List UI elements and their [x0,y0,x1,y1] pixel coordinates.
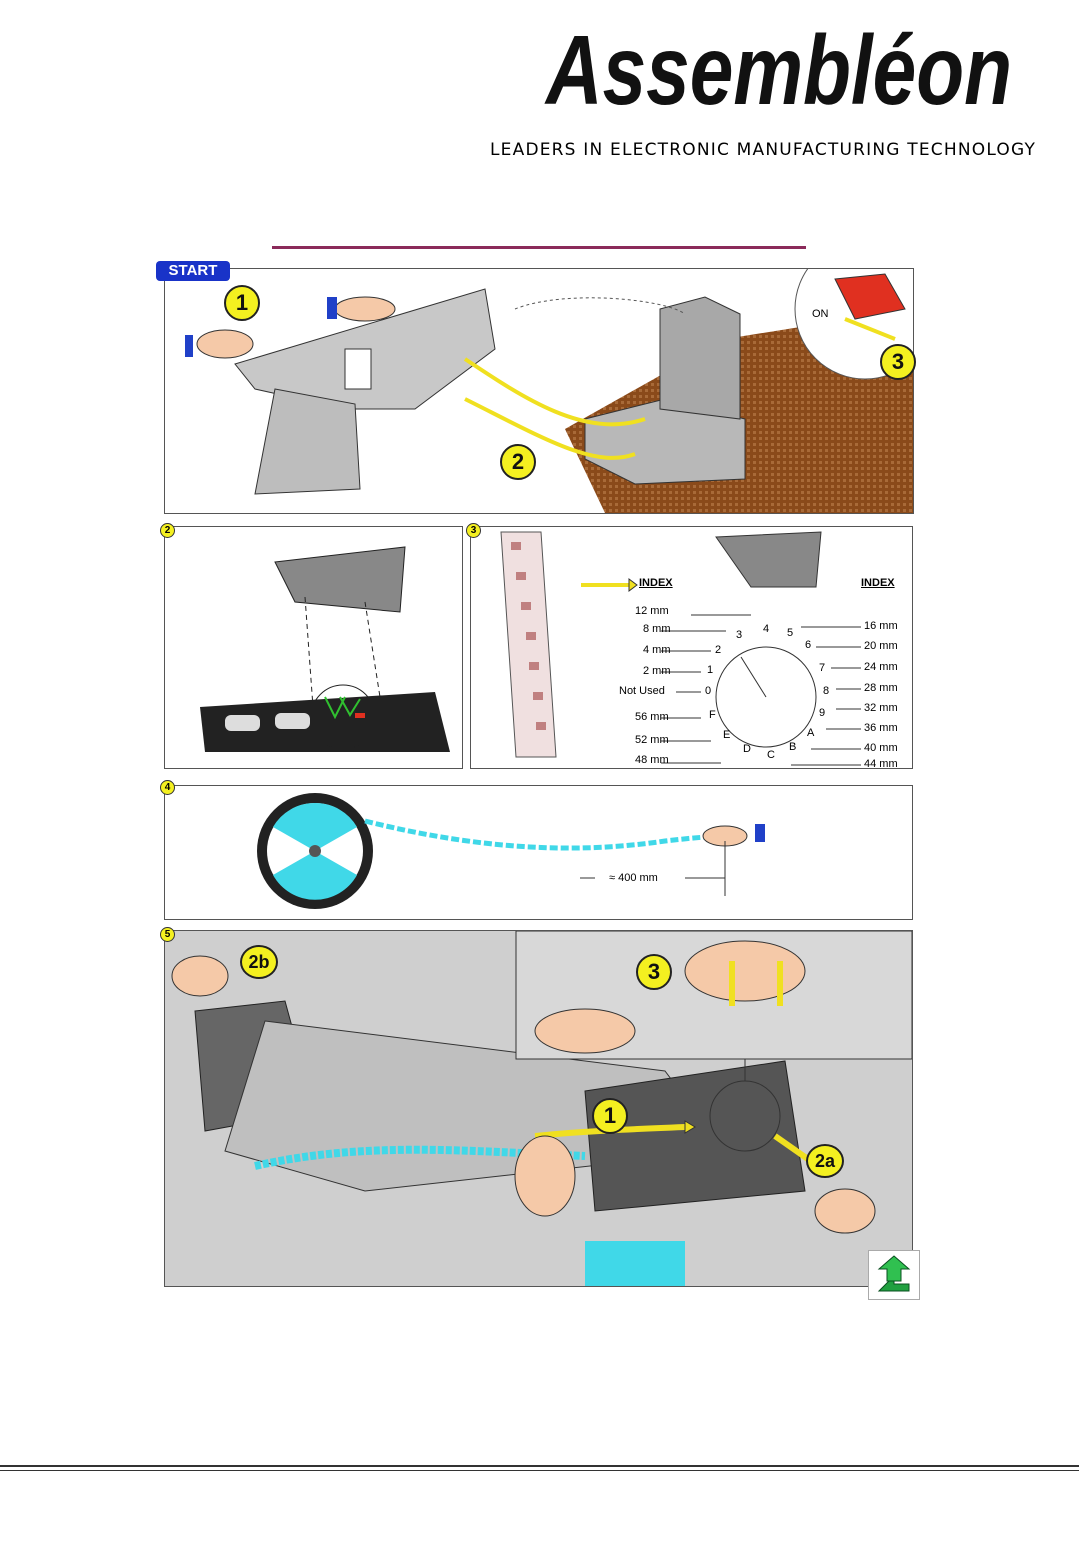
dial-char: C [767,749,775,761]
sleeve [755,824,765,842]
step-2-badge: 2 [500,444,536,480]
reel-hub [309,845,321,857]
panel-4-number: 4 [160,780,175,795]
tape-strip [501,532,556,757]
hand-right [335,297,395,321]
tape-fill [585,1241,685,1286]
start-illustration: ON [165,269,913,513]
dial-char: 2 [715,644,721,656]
dial-left-label: 2 mm [643,665,671,677]
slot-1 [225,715,260,731]
sleeve-left [185,335,193,357]
step-1-badge: 1 [224,285,260,321]
dial-right-label: 36 mm [864,722,898,734]
sleeve-right [327,297,337,319]
start-badge: START [156,261,230,281]
bottom-rule [0,1465,1079,1467]
dial-char: 0 [705,685,711,697]
dial-char: 6 [805,639,811,651]
panel-3: INDEX INDEX 12 mm 8 mm 4 mm 2 mm Not Use… [470,526,913,769]
step-2a-badge: 2a [806,1144,844,1178]
dial-right-label: 20 mm [864,640,898,652]
dial-left-label: 56 mm [635,711,669,723]
dial-left-label: 12 mm [635,605,669,617]
dial-char: D [743,743,751,755]
panel-4-illustration [165,786,912,919]
feeder-stand [255,389,360,494]
dial-right-label: 44 mm [864,758,898,769]
dial-char: 7 [819,662,825,674]
hand-top-left [172,956,228,996]
bottom-rule-thin [0,1470,1079,1471]
dial-char: 8 [823,685,829,697]
step-3-badge: 3 [880,344,916,380]
panel-5-number: 5 [160,927,175,942]
feeder-top [275,547,405,612]
dial-left-label: 48 mm [635,754,669,766]
tape-strand [365,821,733,848]
panel-3-number: 3 [466,523,481,538]
feeder-window [345,349,371,389]
panel-2-illustration [165,527,462,768]
dial-left-label: 52 mm [635,734,669,746]
step-2b-badge: 2b [240,945,278,979]
title-rule [272,246,806,249]
dial-char: 5 [787,627,793,639]
panel-3-illustration [471,527,912,768]
inset-step-3-badge: 3 [636,954,672,990]
next-arrow-icon [869,1251,919,1299]
dial-char: B [789,741,796,753]
dial-left-label: Not Used [619,685,665,697]
machine-step [660,297,740,419]
dial-right-label: 28 mm [864,682,898,694]
dial-char: A [807,727,814,739]
feeder-detail [716,532,821,587]
inset-hand-left [535,1009,635,1053]
hand-left [197,330,253,358]
inset-hand-top [685,941,805,1001]
dial-char: F [709,709,716,721]
index-arrow-head [629,579,637,591]
panel-5-illustration [165,931,912,1286]
dial-char: 4 [763,623,769,635]
tagline: LEADERS IN ELECTRONIC MANUFACTURING TECH… [490,140,1079,160]
hand-center [515,1136,575,1216]
hand-right [815,1189,875,1233]
dial-right-label: 16 mm [864,620,898,632]
index-label-right: INDEX [861,577,895,589]
panel-start: ON [164,268,914,514]
slot-2 [275,713,310,729]
switch-label: ON [812,308,829,320]
step-1-badge: 1 [592,1098,628,1134]
panel-2 [164,526,463,769]
next-page-icon[interactable] [868,1250,920,1300]
dial-char: 3 [736,629,742,641]
dial-right-label: 40 mm [864,742,898,754]
panel-4: ≈ 400 mm [164,785,913,920]
dial-right-label: 32 mm [864,702,898,714]
dial-char: E [723,729,730,741]
dial-right-label: 24 mm [864,661,898,673]
measure-label: ≈ 400 mm [609,872,658,884]
panel-5 [164,930,913,1287]
index-label-left: INDEX [639,577,673,589]
panel-2-number: 2 [160,523,175,538]
dial-left-label: 8 mm [643,623,671,635]
dial-char: 1 [707,664,713,676]
dial-char: 9 [819,707,825,719]
logo-text: Assembléon [544,18,1012,118]
dial-left-label: 4 mm [643,644,671,656]
red-indicator [355,713,365,718]
assembleon-logo: Assembléon [540,18,1020,118]
